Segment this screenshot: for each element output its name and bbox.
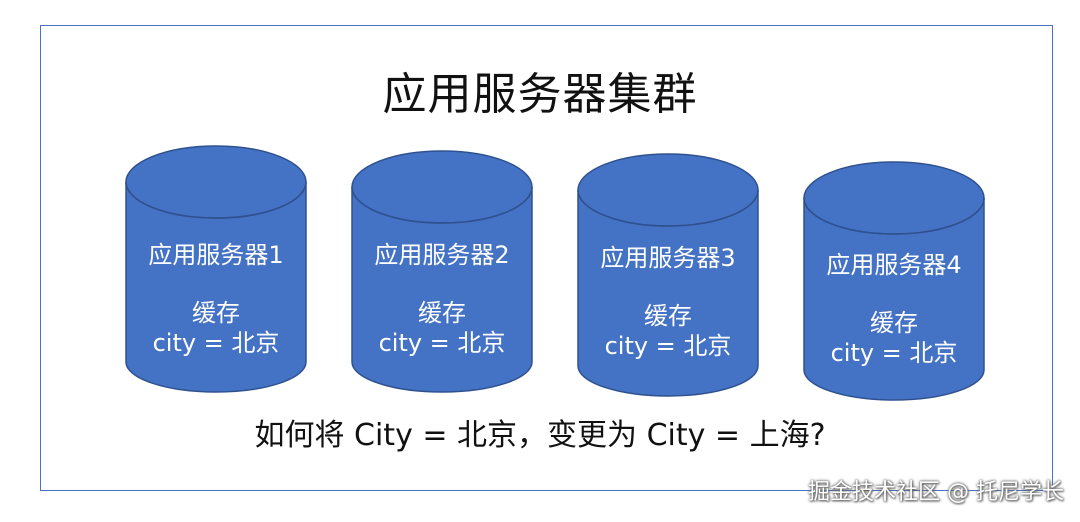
cache-label: 缓存 — [870, 309, 918, 337]
server-cylinder-3 — [577, 153, 759, 397]
server-label-1: 应用服务器1 缓存 city = 北京 — [126, 240, 306, 358]
cache-value: city = 北京 — [830, 339, 958, 367]
server-label-3: 应用服务器3 缓存 city = 北京 — [578, 243, 758, 361]
server-label-4: 应用服务器4 缓存 city = 北京 — [804, 250, 984, 368]
server-name: 应用服务器2 — [374, 241, 510, 269]
server-name: 应用服务器1 — [148, 241, 284, 269]
cache-label: 缓存 — [418, 299, 466, 327]
cache-value: city = 北京 — [378, 329, 506, 357]
server-cylinder-2 — [351, 150, 533, 393]
cache-value: city = 北京 — [604, 332, 732, 360]
server-name: 应用服务器3 — [600, 244, 736, 272]
cache-label: 缓存 — [644, 302, 692, 330]
watermark: 掘金技术社区 @ 托尼学长 — [808, 480, 1064, 505]
server-label-2: 应用服务器2 缓存 city = 北京 — [352, 240, 532, 358]
cache-label: 缓存 — [192, 299, 240, 327]
server-cylinder-4 — [803, 161, 985, 401]
cache-value: city = 北京 — [152, 329, 280, 357]
server-cylinder-1 — [125, 145, 307, 393]
cluster-frame — [40, 25, 1053, 491]
cluster-title: 应用服务器集群 — [382, 69, 698, 120]
server-name: 应用服务器4 — [826, 251, 962, 279]
question-text: 如何将 City = 北京，变更为 City = 上海? — [254, 418, 826, 453]
